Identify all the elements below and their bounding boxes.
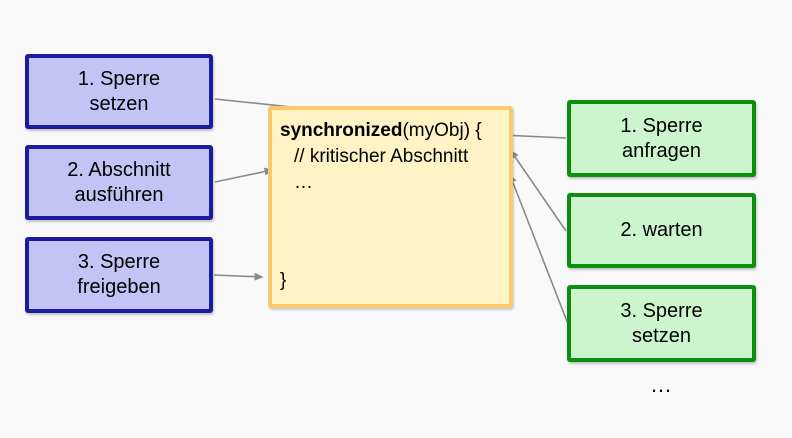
left-step-box-abschnitt-ausfuehren: 2. Abschnitt ausführen [25,145,213,220]
more-steps-ellipsis: … [650,372,673,397]
code-keyword: synchronized [280,120,403,141]
code-line-ellipsis: … [294,172,313,193]
right-step-box-warten: 2. warten [567,193,756,268]
code-line-synchronized: synchronized(myObj) { [280,118,501,144]
arrow-abschnitt-ausfuehren-to-code [214,167,274,183]
arrow-warten-to-code [510,149,567,232]
code-line-closing-brace: } [280,270,287,291]
code-after-keyword: (myObj) { [402,120,482,141]
code-line-comment: // kritischer Abschnitt [294,146,469,167]
code-box: synchronized(myObj) { // kritischer Absc… [268,106,513,308]
arrow-sperre-setzen-2-to-code [508,173,569,325]
left-step-box-sperre-setzen: 1. Sperre setzen [25,54,213,129]
arrow-sperre-freigeben-to-code [213,272,264,281]
left-step-box-sperre-freigeben: 3. Sperre freigeben [25,237,213,313]
right-step-box-sperre-setzen: 3. Sperre setzen [567,285,756,362]
right-step-box-sperre-anfragen: 1. Sperre anfragen [567,100,756,177]
